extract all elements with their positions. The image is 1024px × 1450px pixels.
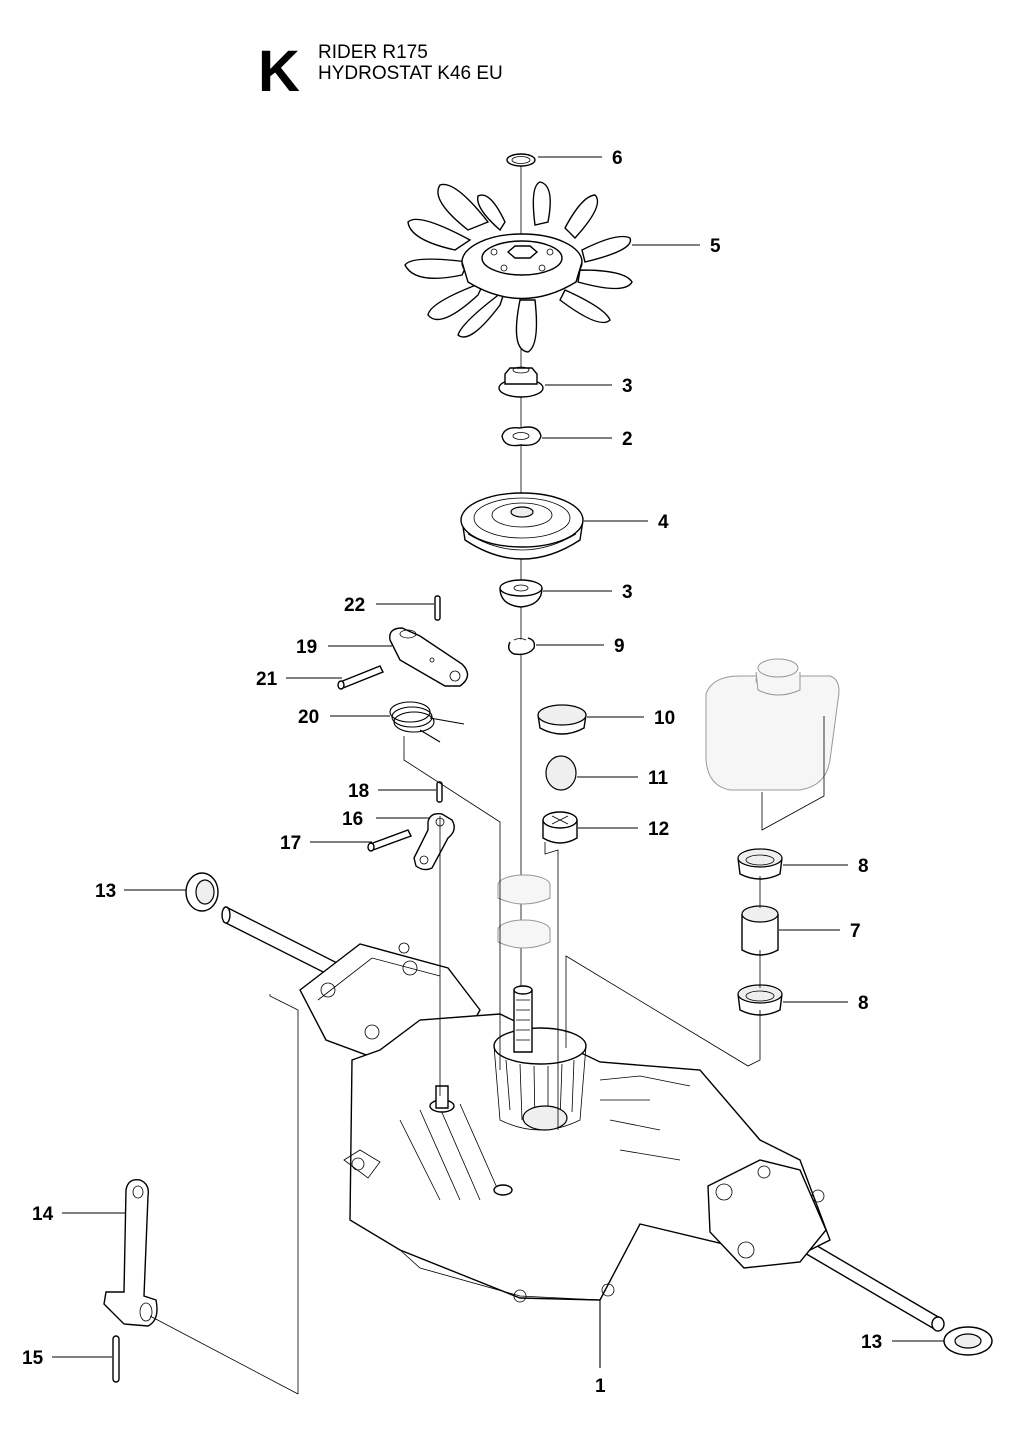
callout-22: 22 bbox=[344, 595, 365, 616]
part-18-roll-pin[interactable] bbox=[436, 781, 443, 803]
part-15-roll-pin[interactable] bbox=[112, 1335, 120, 1383]
callout-9: 9 bbox=[614, 636, 625, 657]
part-22-roll-pin-upper[interactable] bbox=[434, 595, 441, 621]
callout-10: 10 bbox=[654, 708, 675, 729]
callout-15: 15 bbox=[22, 1348, 44, 1369]
part-1-transaxle-housing[interactable] bbox=[299, 942, 831, 1303]
part-2-wave-washer[interactable] bbox=[501, 426, 542, 447]
callout-3-lower: 3 bbox=[622, 582, 633, 603]
callout-7: 7 bbox=[850, 921, 861, 942]
assembly-lines bbox=[149, 716, 825, 1395]
callout-19: 19 bbox=[296, 637, 317, 658]
callout-4: 4 bbox=[658, 512, 669, 533]
part-3-spacer-lower[interactable] bbox=[499, 579, 543, 608]
callout-8-upper: 8 bbox=[858, 856, 869, 877]
callout-13-right: 13 bbox=[861, 1332, 882, 1353]
part-12-bushing[interactable] bbox=[542, 811, 578, 844]
part-8-seal-ring-upper[interactable] bbox=[737, 848, 783, 880]
callout-3-upper: 3 bbox=[622, 376, 633, 397]
part-11-plug[interactable] bbox=[545, 755, 577, 791]
callout-6: 6 bbox=[612, 148, 623, 169]
part-8-seal-ring-lower[interactable] bbox=[737, 984, 783, 1016]
callout-21: 21 bbox=[256, 669, 278, 690]
part-17-dowel-pin[interactable] bbox=[367, 829, 412, 852]
part-3-flange-nut-upper[interactable] bbox=[498, 366, 544, 398]
diagram-title-model: RIDER R175 bbox=[318, 42, 428, 63]
part-5-cooling-fan[interactable] bbox=[404, 181, 633, 353]
callout-1: 1 bbox=[595, 1376, 606, 1397]
part-7-sleeve[interactable] bbox=[741, 905, 779, 956]
part-9-e-clip[interactable] bbox=[507, 637, 536, 656]
oil-reservoir-ghost bbox=[705, 658, 840, 791]
callout-2: 2 bbox=[622, 429, 633, 450]
part-13-oil-seal-left[interactable] bbox=[185, 872, 219, 912]
callout-17: 17 bbox=[280, 833, 301, 854]
callout-20: 20 bbox=[298, 707, 319, 728]
callout-8-lower: 8 bbox=[858, 993, 869, 1014]
callout-18: 18 bbox=[348, 781, 369, 802]
part-16-lever-arm[interactable] bbox=[413, 812, 455, 871]
part-21-dowel-pin[interactable] bbox=[337, 665, 384, 690]
callout-16: 16 bbox=[342, 809, 363, 830]
callout-11: 11 bbox=[648, 768, 669, 789]
callout-5: 5 bbox=[710, 236, 721, 257]
callout-14: 14 bbox=[32, 1204, 54, 1225]
part-19-control-arm[interactable] bbox=[389, 627, 469, 687]
section-letter: K bbox=[258, 39, 300, 104]
part-6-retaining-ring[interactable] bbox=[506, 153, 536, 167]
callout-12: 12 bbox=[648, 819, 669, 840]
part-20-torsion-spring[interactable] bbox=[389, 701, 465, 743]
callout-13-left: 13 bbox=[95, 881, 116, 902]
bearing-ghost bbox=[497, 874, 551, 949]
part-4-drive-pulley[interactable] bbox=[460, 492, 584, 560]
part-14-brake-lever[interactable] bbox=[103, 1179, 158, 1327]
callouts: 6 5 3 2 4 3 9 22 19 21 20 10 11 12 18 16 bbox=[22, 148, 944, 1397]
part-13-oil-seal-right[interactable] bbox=[943, 1326, 993, 1356]
part-10-cap[interactable] bbox=[537, 704, 587, 735]
diagram-title-assembly: HYDROSTAT K46 EU bbox=[318, 63, 503, 84]
